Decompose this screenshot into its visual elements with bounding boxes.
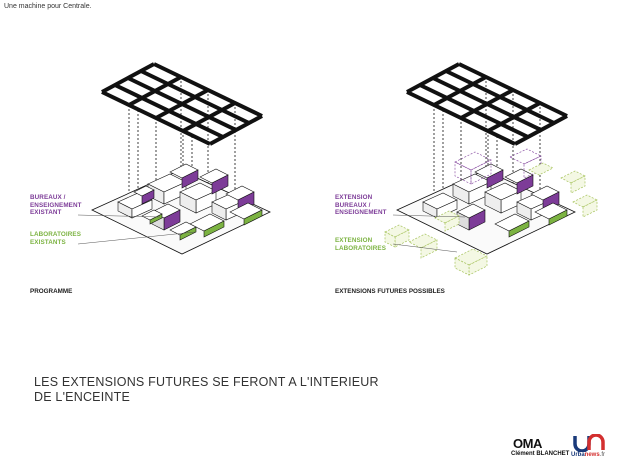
label-laboratoires-existants: LABORATOIRES EXISTANTS [30,231,81,246]
diagram-programme: BUREAUX / ENSEIGNEMENT EXISTANT LABORATO… [30,52,330,292]
oma-logo: OMA [513,436,542,451]
headline-line-2: DE L'ENCEINTE [34,390,130,404]
urbanews-logo-icon [573,434,605,452]
caption-extensions: EXTENSIONS FUTURES POSSIBLES [335,288,445,295]
top-caption: Une machine pour Centrale. [4,3,92,10]
urbanews-logo-text: Urbanews.fr [571,452,606,458]
headline: LES EXTENSIONS FUTURES SE FERONT A L'INT… [34,375,379,405]
diagram-extensions: EXTENSION BUREAUX / ENSEIGNEMENT EXTENSI… [335,52,620,292]
credit-text: Clément BLANCHET [511,451,570,457]
isometric-drawing-programme [77,62,271,255]
caption-programme: PROGRAMME [30,288,73,295]
label-extension-laboratoires: EXTENSION LABORATOIRES [335,237,386,252]
headline-line-1: LES EXTENSIONS FUTURES SE FERONT A L'INT… [34,375,379,389]
isometric-drawing-extensions [384,62,598,276]
label-extension-bureaux: EXTENSION BUREAUX / ENSEIGNEMENT [335,194,387,217]
label-bureaux-existant: BUREAUX / ENSEIGNEMENT EXISTANT [30,194,82,217]
